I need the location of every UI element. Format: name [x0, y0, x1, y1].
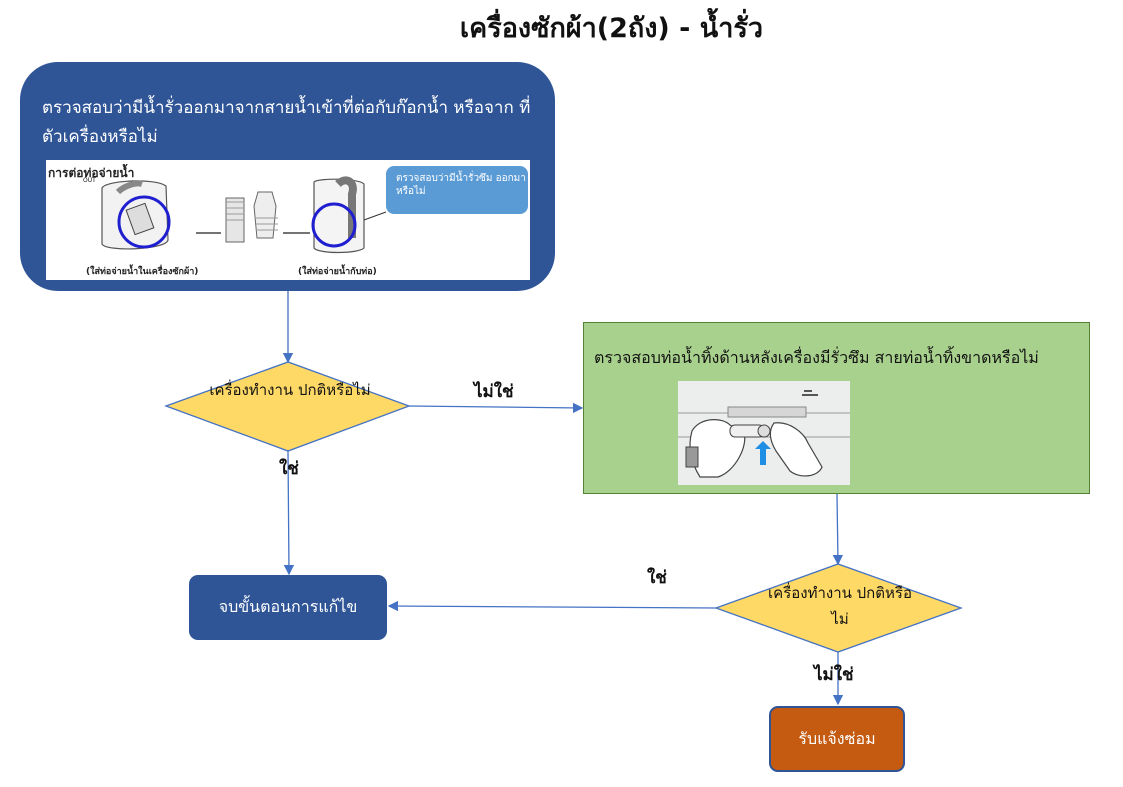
decision2-text: เครื่องทำงาน ปกติหรือไม่ — [768, 584, 912, 628]
repair-text: รับแจ้งซ่อม — [798, 728, 876, 748]
out-label: OUT — [83, 177, 96, 184]
repair-box — [769, 706, 905, 772]
end-box — [189, 575, 387, 640]
decision1-text: เครื่องทำงาน ปกติหรือไม่ — [209, 381, 371, 399]
step1-text: ตรวจสอบว่ามีน้ำรั่วออกมาจากสายน้ำเข้าที่… — [42, 98, 531, 147]
decision1-no-label: ไม่ใช่ — [474, 382, 514, 402]
decision2-no-label: ไม่ใช่ — [814, 665, 854, 685]
drain-hose-icon — [678, 390, 850, 478]
drain-hose-image — [678, 381, 850, 485]
decision2-yes-label: ใช่ — [647, 568, 667, 588]
caption-right: (ใส่ท่อจ่ายน้ำกับท่อ) — [298, 267, 377, 277]
hose-callout: ตรวจสอบว่ามีน้ำรั่วซึม ออกมาหรือไม่ — [396, 173, 526, 197]
step2-text: ตรวจสอบท่อน้ำทิ้งด้านหลังเครื่องมีรั่วซึ… — [594, 348, 1039, 367]
hose-diagram-icon — [101, 166, 528, 254]
arrow-decision2-yes — [387, 600, 717, 612]
end-text: จบขั้นตอนการแก้ไข — [218, 597, 358, 616]
arrow-step2-to-decision2 — [832, 493, 844, 566]
decision1-diamond — [164, 361, 411, 452]
caption-left: (ใส่ท่อจ่ายน้ำในเครื่องซักผ้า) — [86, 267, 199, 277]
hose-image-heading: การต่อท่อจ่ายน้ำ — [48, 166, 135, 180]
page-title: เครื่องซักผ้า(2ถัง) - น้ำรั่ว — [459, 13, 764, 44]
decision1-yes-label: ใช่ — [279, 459, 299, 479]
decision2-diamond — [714, 563, 963, 653]
arrow-decision1-no — [408, 402, 584, 414]
arrow-decision1-yes — [283, 450, 295, 576]
hose-connection-image: การต่อท่อจ่ายน้ำ OUT ตรวจสอบว่ามีน้ำรั่ว… — [46, 160, 530, 280]
